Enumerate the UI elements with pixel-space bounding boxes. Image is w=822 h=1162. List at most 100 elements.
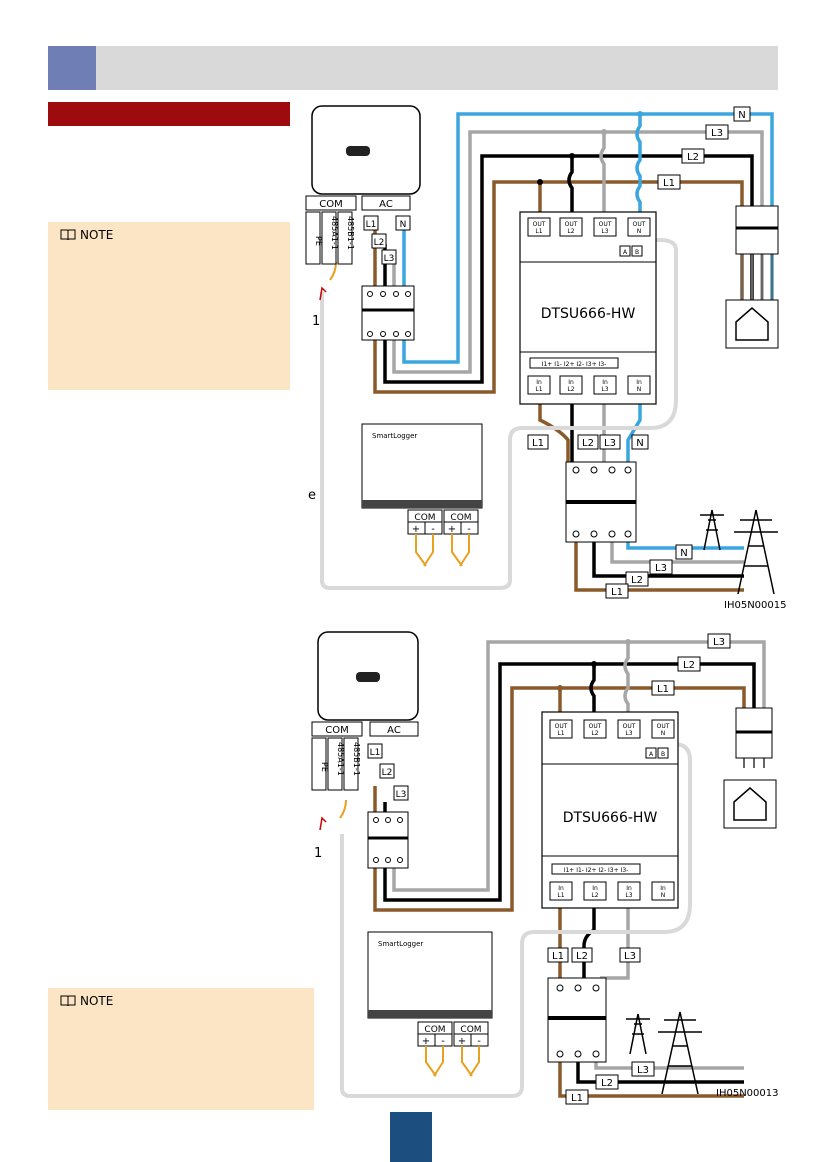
pin-485b: 485B1-1 [352,742,361,776]
svg-text:L2: L2 [591,730,598,737]
in-l3: In [626,885,632,892]
svg-text:L3: L3 [601,386,608,393]
out-n: OUT [633,221,646,228]
power-tower-icon [700,509,778,595]
logger-com-2: COM [450,513,471,523]
com-label: COM [325,725,348,736]
svg-text:L2: L2 [567,386,574,393]
ac-label: AC [387,725,401,736]
book-icon [60,229,76,241]
logger-com-1: COM [414,513,435,523]
grid-wire-l2: L2 [601,1078,613,1089]
svg-text:L2: L2 [567,228,574,235]
wire-tag-l2: L2 [683,660,695,671]
out-n: OUT [657,723,670,730]
ac-n: N [400,220,407,230]
logger-label: SmartLogger [378,940,423,948]
wire-tag-l1: L1 [663,178,675,189]
logger-label: SmartLogger [372,432,417,440]
com-label: COM [319,199,342,210]
meter-label: DTSU666-HW [541,306,636,322]
com1-minus: - [431,524,435,535]
term-a: A [623,249,628,256]
wire-tag-l2: L2 [687,152,699,163]
ct-strip: I1+ I1- I2+ I2- I3+ I3- [542,361,607,368]
out-l1: OUT [555,723,568,730]
note-label: NOTE [80,228,114,242]
power-tower-icon [626,1011,702,1095]
svg-text:N: N [661,730,666,737]
ac-l2: L2 [382,768,393,778]
out-l2: OUT [589,723,602,730]
house-icon [735,307,769,341]
callout-number: 1 [314,846,323,861]
com1-minus: - [441,1036,445,1047]
in-l3: In [602,379,608,386]
grid-tag-l1: L1 [552,951,564,962]
pin-pe: PE [314,236,323,246]
out-l3: OUT [623,723,636,730]
note-label: NOTE [80,994,114,1008]
meter-label: DTSU666-HW [563,810,658,826]
grid-wire-l1: L1 [571,1093,583,1104]
svg-text:N: N [637,386,642,393]
diagram-code: IH05N00015 [724,600,787,611]
svg-text:L3: L3 [625,892,632,899]
grid-wire-l2: L2 [631,575,643,586]
in-l2: In [592,885,598,892]
svg-text:L1: L1 [535,228,542,235]
grid-wire-n: N [680,548,687,559]
svg-text:N: N [637,228,642,235]
pin-485a: 485A1-1 [336,742,345,776]
com1-plus: + [422,1036,430,1047]
note-box-bottom: NOTE [48,988,314,1110]
com2-minus: - [477,1036,481,1047]
svg-text:L1: L1 [535,386,542,393]
wire-tag-n: N [738,110,745,121]
pin-485b: 485B1-1 [346,216,355,250]
grid-wire-l3: L3 [655,563,667,574]
grid-tag-l2: L2 [582,438,594,449]
out-l1: OUT [533,221,546,228]
term-b: B [635,249,639,256]
in-n: In [636,379,642,386]
logger-com-2: COM [460,1025,481,1035]
logger-com-1: COM [424,1025,445,1035]
section-title-bar [96,46,778,90]
ac-l1: L1 [370,748,381,758]
note-box-top: NOTE [48,222,290,390]
book-icon [60,995,76,1007]
ac-l1: L1 [366,220,377,230]
ct-strip: I1+ I1- I2+ I2- I3+ I3- [564,867,629,874]
callout-number: 1 [312,314,321,329]
svg-text:L1: L1 [557,730,564,737]
com1-plus: + [412,524,420,535]
com2-plus: + [448,524,456,535]
in-l1: In [536,379,542,386]
grid-tag-l1: L1 [532,438,544,449]
pin-485a: 485A1-1 [330,216,339,250]
grid-wire-l3: L3 [637,1065,649,1076]
diagram-code: IH05N00013 [716,1088,779,1099]
svg-text:N: N [661,892,666,899]
term-b: B [661,751,665,758]
grid-tag-l3: L3 [604,438,616,449]
ac-l3: L3 [396,790,407,800]
pin-pe: PE [320,762,329,772]
grid-tag-l3: L3 [624,951,636,962]
ac-label: AC [379,199,393,210]
grid-tag-l2: L2 [576,951,588,962]
svg-text:L3: L3 [625,730,632,737]
com2-minus: - [467,524,471,535]
out-l3: OUT [599,221,612,228]
svg-text:L2: L2 [591,892,598,899]
ac-l3: L3 [384,254,395,264]
in-n: In [660,885,666,892]
wire-tag-l3: L3 [713,637,725,648]
ac-l2: L2 [374,238,385,248]
house-icon [733,787,767,821]
wire-tag-l3: L3 [711,128,723,139]
com2-plus: + [458,1036,466,1047]
